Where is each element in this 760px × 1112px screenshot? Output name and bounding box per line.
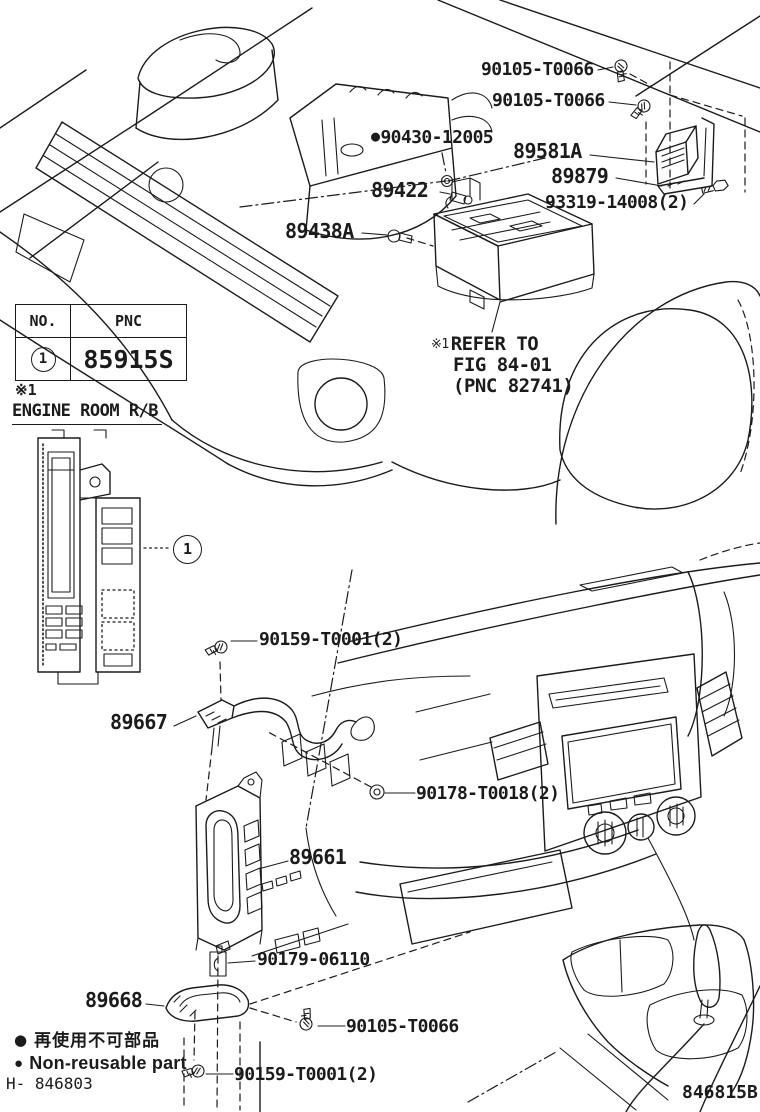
bracket-89668-drawing bbox=[166, 985, 249, 1021]
refer-note-line3: (PNC 82741) bbox=[453, 375, 574, 397]
sensor-89422-drawing bbox=[446, 192, 472, 208]
ref-mark: ※1 bbox=[431, 337, 449, 352]
legend-en-row: ● Non-reusable part bbox=[14, 1053, 187, 1074]
legend-jp-text: 再使用不可部品 bbox=[34, 1031, 161, 1051]
part-label-89581a: 89581A bbox=[513, 139, 582, 163]
sensor-ecu-89581a-drawing bbox=[656, 126, 698, 184]
part-label-90105-t0066-2: 90105-T0066 bbox=[492, 90, 605, 111]
ref-mark-left: ※1 bbox=[15, 381, 37, 399]
callout-circle-1: 1 bbox=[173, 535, 202, 564]
circled-number: 1 bbox=[30, 346, 56, 372]
figure-code-left: H- 846803 bbox=[6, 1074, 93, 1093]
table-header-no: NO. bbox=[15, 304, 71, 338]
engine-room-rb-drawing bbox=[38, 430, 170, 684]
engine-fuse-box-drawing bbox=[434, 178, 594, 332]
bracket-89879-drawing bbox=[658, 118, 714, 194]
legend-en-text: Non-reusable part bbox=[29, 1053, 187, 1073]
part-label-90178-t0018: 90178-T0018(2) bbox=[416, 783, 560, 804]
part-label-89667: 89667 bbox=[110, 710, 168, 734]
part-label-89879: 89879 bbox=[551, 164, 609, 188]
engine-room-rb-title: ENGINE ROOM R/B bbox=[12, 401, 163, 425]
bracket-89667-drawing bbox=[198, 698, 374, 786]
legend: ●再使用不可部品 ●Non-reusable part bbox=[14, 1026, 187, 1076]
clip-90179-drawing bbox=[210, 946, 226, 976]
part-label-90159-t0001-1: 90159-T0001(2) bbox=[259, 629, 403, 650]
non-reusable-dot-icon: ● bbox=[14, 1031, 29, 1049]
part-number: 90430-12005 bbox=[380, 127, 494, 148]
part-label-90430-12005: ●90430-12005 bbox=[371, 126, 494, 148]
part-label-89661: 89661 bbox=[289, 845, 347, 869]
engine-bay-drawing bbox=[0, 0, 760, 524]
part-label-90159-t0001-2: 90159-T0001(2) bbox=[234, 1064, 378, 1085]
center-console-drawing bbox=[563, 925, 754, 1092]
part-label-90179-06110: 90179-06110 bbox=[257, 949, 370, 970]
part-label-89422: 89422 bbox=[371, 178, 429, 202]
table-cell-no: 1 bbox=[15, 337, 71, 381]
part-label-93319-14008: 93319-14008(2) bbox=[545, 192, 689, 213]
non-reusable-dot-icon: ● bbox=[371, 127, 380, 145]
part-label-90105-t0066-3: 90105-T0066 bbox=[346, 1016, 459, 1037]
part-label-89668: 89668 bbox=[85, 988, 143, 1012]
dashboard-drawing bbox=[252, 543, 760, 1112]
table-cell-pnc: 85915S bbox=[70, 337, 187, 381]
table-header-pnc: PNC bbox=[70, 304, 187, 338]
refer-text: REFER TO bbox=[450, 333, 539, 355]
part-label-90105-t0066-1: 90105-T0066 bbox=[481, 59, 594, 80]
ecu-89661-drawing bbox=[196, 772, 262, 954]
refer-note-line2: FIG 84-01 bbox=[453, 354, 552, 376]
non-reusable-dot-icon: ● bbox=[14, 1055, 24, 1072]
pnc-table: NO. PNC 1 85915S bbox=[15, 304, 187, 381]
figure-code-right: 846815B bbox=[682, 1082, 758, 1103]
part-label-89438a: 89438A bbox=[285, 219, 354, 243]
sensor-89438a-drawing bbox=[388, 230, 412, 243]
legend-jp-row: ● 再使用不可部品 bbox=[14, 1026, 187, 1051]
